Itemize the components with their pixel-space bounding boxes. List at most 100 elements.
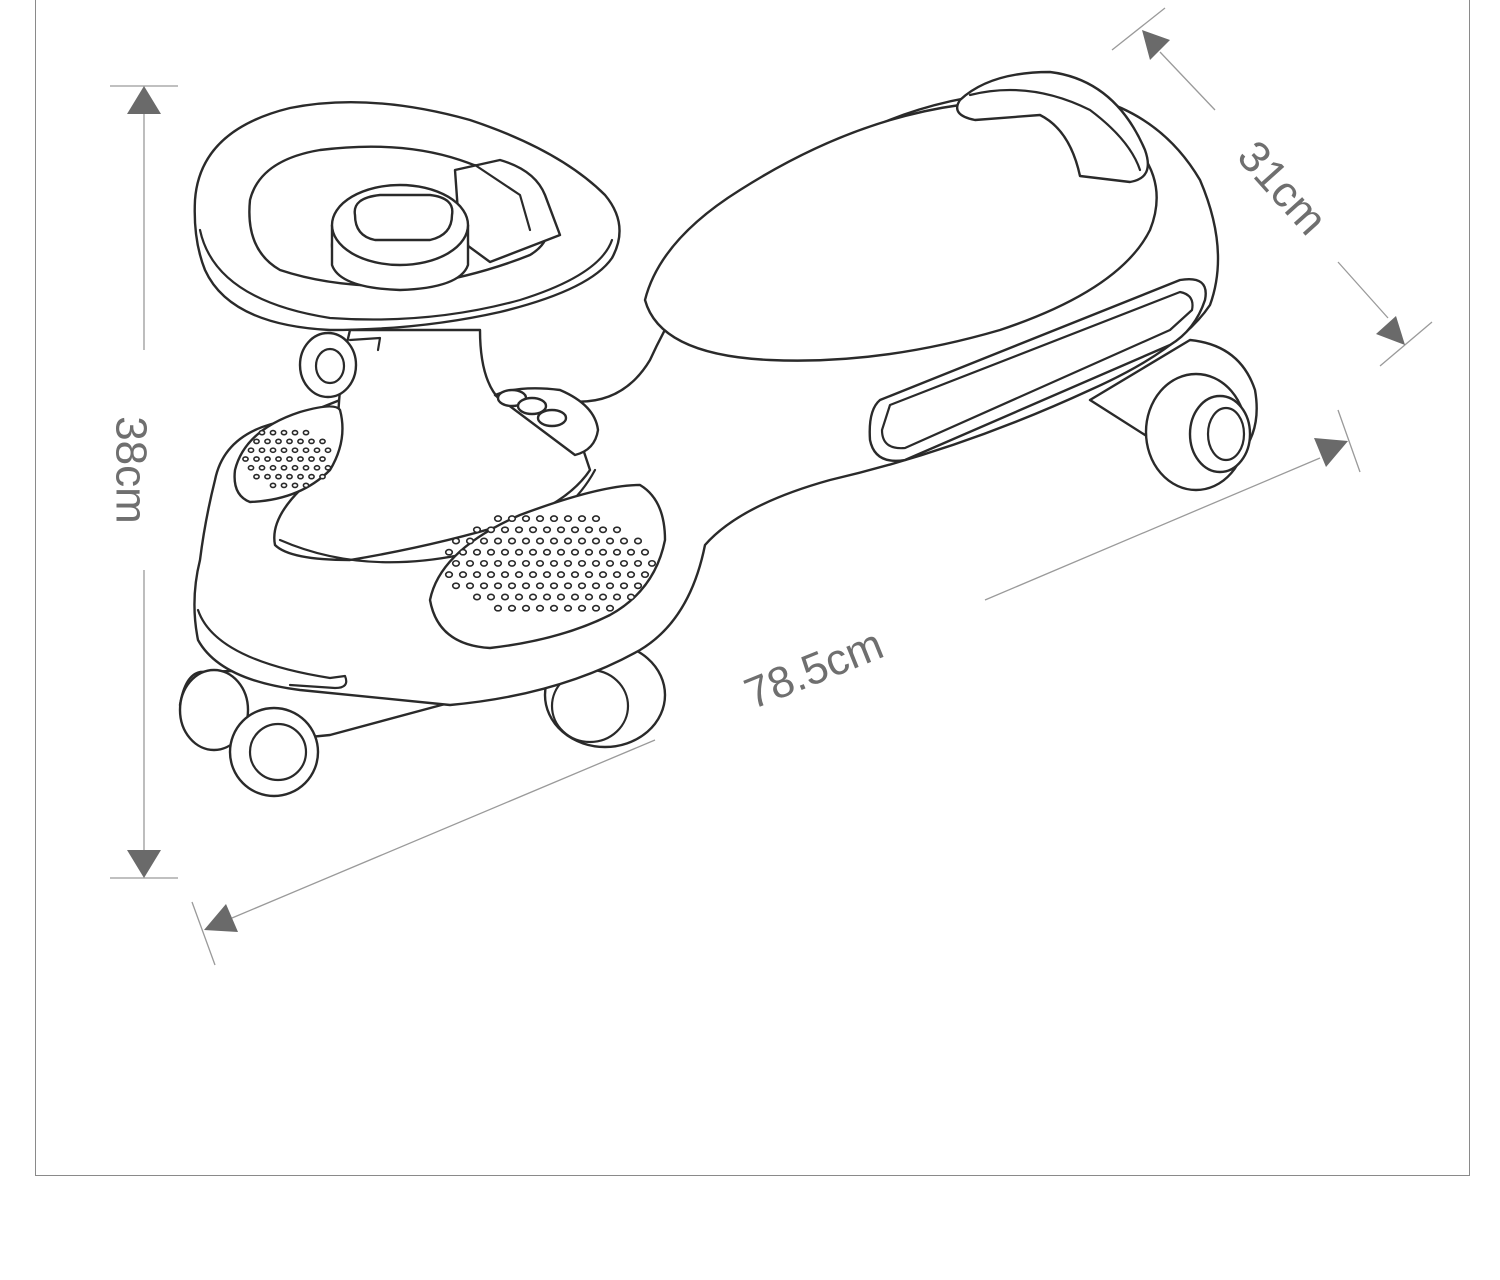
- pad-dot: [626, 548, 636, 556]
- pad-dot: [535, 515, 545, 523]
- pad-dot: [514, 526, 524, 534]
- pad-dot: [598, 548, 608, 556]
- pad-dot: [612, 548, 622, 556]
- pad-dot: [451, 537, 461, 545]
- pad-dot: [584, 526, 594, 534]
- pad-dot: [514, 548, 524, 556]
- image-frame: [35, 0, 1470, 1176]
- length-ext-right: [1337, 409, 1361, 473]
- steering-wheel: [193, 100, 621, 332]
- pad-dot: [451, 559, 461, 567]
- length-dim-line-right: [984, 457, 1321, 601]
- pad-dot: [291, 429, 299, 436]
- pad-dot: [591, 537, 601, 545]
- pad-dot: [486, 548, 496, 556]
- pad-dot: [444, 548, 454, 556]
- pad-dot: [605, 537, 615, 545]
- pad-dot: [521, 604, 531, 612]
- pad-dot: [598, 593, 608, 601]
- pad-dot: [500, 548, 510, 556]
- pad-dot: [556, 593, 566, 601]
- pad-dot: [486, 571, 496, 579]
- pad-dot: [521, 582, 531, 590]
- pad-dot: [528, 548, 538, 556]
- pad-dot: [275, 438, 282, 445]
- pad-dot: [507, 537, 517, 545]
- pad-dot: [500, 593, 510, 601]
- pad-dot: [542, 593, 552, 601]
- pad-dot: [535, 582, 545, 590]
- width-arrow-top: [1142, 30, 1170, 60]
- pad-dot: [308, 456, 315, 462]
- pad-dot: [258, 447, 266, 454]
- pad-dot: [612, 593, 622, 601]
- pad-dot: [247, 464, 255, 471]
- pad-dot: [302, 429, 310, 436]
- pad-dot: [563, 515, 573, 523]
- width-dim-line-top: [1159, 51, 1216, 111]
- width-arrow-bottom: [1376, 316, 1405, 345]
- width-ext-bottom: [1379, 321, 1433, 367]
- pad-dot: [253, 438, 260, 445]
- pad-dot: [291, 464, 299, 471]
- pad-dot: [591, 515, 601, 523]
- pad-dot: [605, 604, 615, 612]
- pad-dot: [570, 548, 580, 556]
- pad-dot: [472, 571, 482, 579]
- pad-dot: [507, 559, 517, 567]
- pad-dot: [479, 582, 489, 590]
- pad-dot: [472, 526, 482, 534]
- pad-dot: [493, 582, 503, 590]
- pad-dot: [319, 456, 326, 462]
- width-label: 31cm: [1228, 132, 1336, 245]
- pad-dot: [619, 582, 629, 590]
- pad-dot: [514, 571, 524, 579]
- pad-dot: [280, 447, 288, 454]
- pad-dot: [500, 571, 510, 579]
- pad-dot: [275, 473, 282, 480]
- pad-dot: [280, 482, 288, 489]
- pad-dot: [253, 456, 260, 462]
- pad-dot: [253, 473, 260, 480]
- pad-dot: [280, 429, 288, 436]
- pad-dot: [563, 582, 573, 590]
- pad-dot: [451, 582, 461, 590]
- pad-dot: [297, 456, 304, 462]
- pad-dot: [612, 526, 622, 534]
- pad-dot: [493, 559, 503, 567]
- pad-dot: [286, 473, 293, 480]
- width-dim-line-bottom: [1337, 261, 1389, 319]
- pad-dot: [291, 447, 299, 454]
- body-bottom-rim: [196, 608, 348, 690]
- control-buttons: [493, 387, 600, 457]
- pad-dot: [319, 473, 326, 480]
- pad-dot: [605, 582, 615, 590]
- pad-dot: [598, 571, 608, 579]
- pad-dot: [486, 593, 496, 601]
- pad-dot: [319, 438, 326, 445]
- pad-dot: [465, 537, 475, 545]
- pad-dot: [269, 447, 277, 454]
- pad-dot: [258, 464, 266, 471]
- pad-dot: [493, 515, 503, 523]
- pad-dot: [479, 537, 489, 545]
- pad-dot: [465, 559, 475, 567]
- width-ext-top: [1111, 7, 1166, 51]
- pad-dot: [444, 571, 454, 579]
- pad-dot: [507, 604, 517, 612]
- pad-dot: [549, 537, 559, 545]
- pad-dot: [308, 438, 315, 445]
- pad-dot: [486, 526, 496, 534]
- pad-dot: [577, 537, 587, 545]
- pad-dot: [286, 438, 293, 445]
- pad-dot: [479, 559, 489, 567]
- height-label: 38cm: [106, 416, 155, 524]
- pad-dot: [549, 582, 559, 590]
- pad-dot: [269, 482, 277, 489]
- pad-dot: [264, 456, 271, 462]
- pad-dot: [549, 604, 559, 612]
- pad-dot: [269, 464, 277, 471]
- backrest-handle: [955, 70, 1150, 184]
- seat-panel: [643, 102, 1158, 362]
